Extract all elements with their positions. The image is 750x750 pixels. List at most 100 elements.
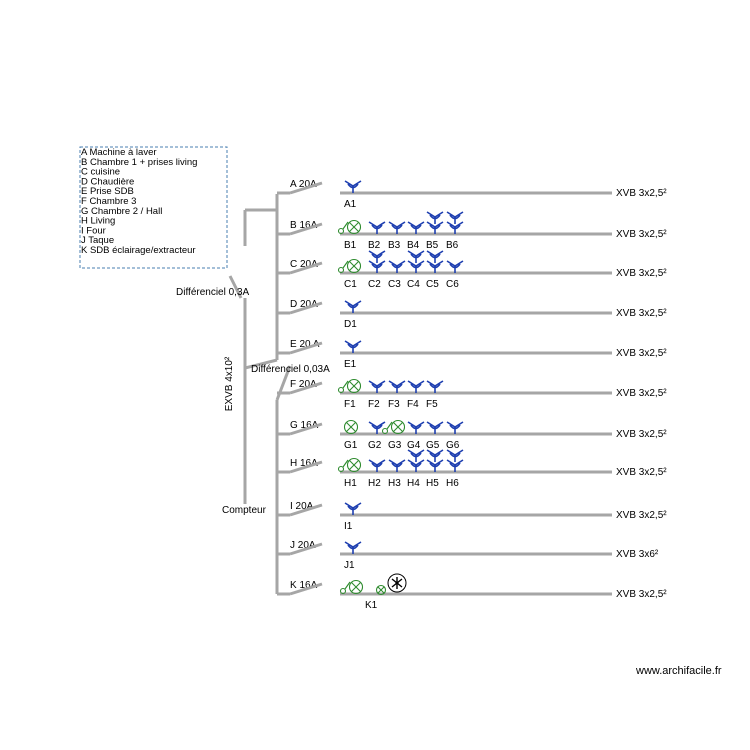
outlet-icon — [426, 380, 444, 393]
cable-label: XVB 3x2,5² — [616, 510, 667, 521]
light-switch-icon — [337, 219, 362, 235]
light-switch-icon — [381, 419, 406, 435]
device: B3 — [388, 221, 406, 251]
outlet-icon — [446, 421, 464, 434]
breaker-label: I 20A — [290, 501, 314, 512]
device: B2 — [368, 221, 386, 251]
breaker-switch — [289, 301, 323, 315]
device: F1 — [337, 378, 362, 410]
breaker-label: E 20 A — [290, 339, 320, 350]
device-label: G1 — [344, 440, 358, 451]
device: H3 — [388, 459, 406, 489]
device-label: C1 — [344, 279, 357, 290]
legend-item: D Chaudière — [81, 176, 134, 187]
device-label: H2 — [368, 478, 381, 489]
device: B5 — [426, 211, 444, 251]
device-label: D1 — [344, 319, 357, 330]
double-outlet-icon — [407, 449, 425, 472]
cable-label: XVB 3x2,5² — [616, 429, 667, 440]
cable-label: XVB 3x2,5² — [616, 388, 667, 399]
device-label: C5 — [426, 279, 439, 290]
device: G3 — [381, 419, 406, 451]
breaker-label: F 20A — [290, 379, 317, 390]
double-outlet-icon — [407, 250, 425, 273]
device-label: F2 — [368, 399, 380, 410]
legend-item: I Four — [81, 225, 106, 236]
breaker-switch — [289, 503, 323, 517]
device-label: G2 — [368, 440, 382, 451]
device: B6 — [446, 211, 464, 251]
legend-item: H Living — [81, 216, 115, 227]
breaker-label: G 16A — [290, 420, 319, 431]
device-label: K1 — [365, 600, 378, 611]
watermark: www.archifacile.fr — [635, 665, 722, 677]
breaker-switch — [289, 181, 323, 195]
breaker-switch — [289, 261, 323, 275]
device: C3 — [388, 260, 406, 290]
secondary-feed-line — [244, 358, 278, 370]
outlet-icon — [407, 221, 425, 234]
double-outlet-icon — [368, 250, 386, 273]
breaker-label: C 20A — [290, 259, 318, 270]
device-label: G5 — [426, 440, 440, 451]
legend-item: A Machine à laver — [81, 147, 157, 158]
device-label: C2 — [368, 279, 381, 290]
device: F4 — [407, 380, 425, 410]
outlet-icon — [407, 421, 425, 434]
device-label: B6 — [446, 240, 459, 251]
supply-cable-label: EXVB 4x10² — [224, 356, 235, 411]
device: C6 — [446, 260, 464, 290]
breaker-label: D 20A — [290, 299, 318, 310]
legend-item: J Taque — [81, 235, 114, 246]
breaker-label: K 16A — [290, 580, 318, 591]
device-label: H3 — [388, 478, 401, 489]
cable-label: XVB 3x2,5² — [616, 467, 667, 478]
device-label: H4 — [407, 478, 420, 489]
device: G1 — [343, 419, 359, 451]
breaker-label: B 16A — [290, 220, 318, 231]
device-label: H5 — [426, 478, 439, 489]
device: H5 — [426, 449, 444, 489]
cable-label: XVB 3x2,5² — [616, 229, 667, 240]
device-label: A1 — [344, 199, 357, 210]
device-label: F3 — [388, 399, 400, 410]
device-label: C3 — [388, 279, 401, 290]
breaker-switch — [289, 422, 323, 436]
device-label: H6 — [446, 478, 459, 489]
device: E1 — [344, 340, 362, 370]
device: B4 — [407, 221, 425, 251]
cable-label: XVB 3x6² — [616, 549, 659, 560]
device: B1 — [337, 219, 362, 251]
device-label: B4 — [407, 240, 420, 251]
device-label: G4 — [407, 440, 421, 451]
breaker-switch — [289, 381, 323, 395]
device-label: C4 — [407, 279, 420, 290]
outlet-icon — [368, 380, 386, 393]
cable-label: XVB 3x2,5² — [616, 188, 667, 199]
device: F3 — [388, 380, 406, 410]
device: I1 — [344, 502, 362, 532]
lamp-icon — [343, 419, 359, 435]
device: G5 — [426, 421, 444, 451]
outlet-icon — [407, 380, 425, 393]
device: H4 — [407, 449, 425, 489]
meter-label: Compteur — [222, 505, 267, 516]
outlet-icon — [344, 340, 362, 353]
device: C5 — [426, 250, 444, 290]
secondary-differential-label: Différenciel 0,03A — [251, 364, 330, 375]
legend-item: K SDB éclairage/extracteur — [81, 245, 196, 256]
outlet-icon — [388, 221, 406, 234]
breaker-label: H 16A — [290, 458, 318, 469]
main-supply: Différenciel 0,3A Différenciel 0,03A EXV… — [176, 194, 330, 594]
light-switch-icon — [337, 457, 362, 473]
breaker-switch — [289, 460, 323, 474]
device: G6 — [446, 421, 464, 451]
